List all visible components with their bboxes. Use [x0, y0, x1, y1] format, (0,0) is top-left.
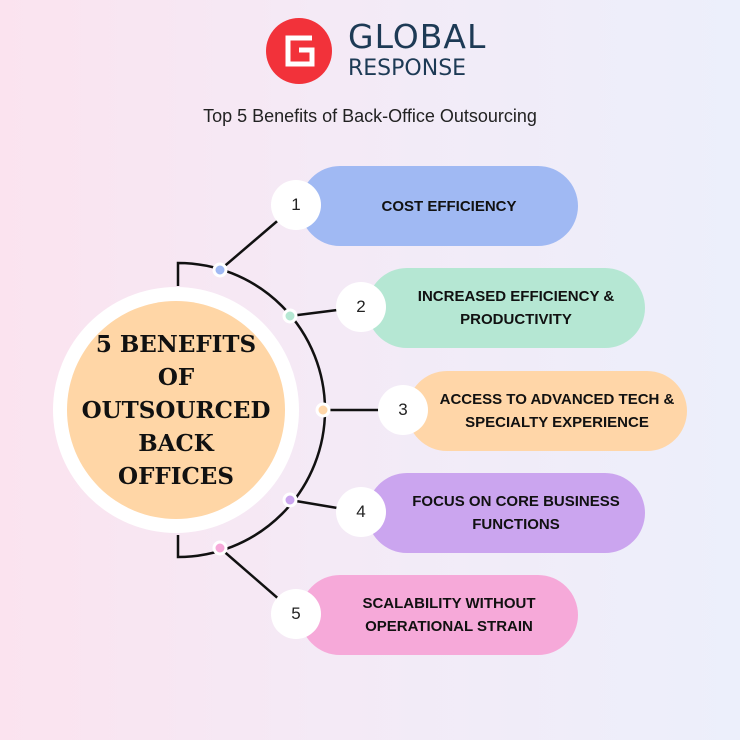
- brand-name: GLOBAL: [348, 17, 487, 56]
- benefit-number-2: 2: [336, 282, 386, 332]
- benefit-number-1: 1: [271, 180, 321, 230]
- hub-title: 5 BENEFITS OF OUTSOURCED BACK OFFICES: [81, 330, 271, 490]
- connector-dot-1: [212, 262, 228, 278]
- benefit-pill-4: FOCUS ON CORE BUSINESS FUNCTIONS: [367, 473, 645, 553]
- benefit-pill-1: COST EFFICIENCY: [300, 166, 578, 246]
- benefit-pill-5: SCALABILITY WITHOUT OPERATIONAL STRAIN: [300, 575, 578, 655]
- logo-mark: [266, 18, 332, 84]
- benefit-label: SCALABILITY WITHOUT OPERATIONAL STRAIN: [362, 595, 536, 635]
- subtitle: Top 5 Benefits of Back-Office Outsourcin…: [203, 106, 537, 126]
- benefit-pill-3: ACCESS TO ADVANCED TECH & SPECIALTY EXPE…: [407, 371, 687, 451]
- benefit-number-3: 3: [378, 385, 428, 435]
- connector-dot-2: [282, 308, 298, 324]
- benefit-label: INCREASED EFFICIENCY & PRODUCTIVITY: [417, 288, 615, 328]
- hub-circle: 5 BENEFITS OF OUTSOURCED BACK OFFICES: [67, 301, 285, 519]
- benefit-label: COST EFFICIENCY: [381, 197, 517, 215]
- benefit-pill-2: INCREASED EFFICIENCY & PRODUCTIVITY: [367, 268, 645, 348]
- connector-dot-4: [282, 492, 298, 508]
- benefit-label: ACCESS TO ADVANCED TECH & SPECIALTY EXPE…: [439, 391, 675, 431]
- connector-dot-3: [315, 402, 331, 418]
- benefit-label: FOCUS ON CORE BUSINESS FUNCTIONS: [412, 493, 620, 533]
- brand-name-line2: RESPONSE: [348, 56, 467, 81]
- benefit-number-5: 5: [271, 589, 321, 639]
- benefit-number-4: 4: [336, 487, 386, 537]
- connector-dot-5: [212, 540, 228, 556]
- g-logo-icon: [285, 35, 315, 67]
